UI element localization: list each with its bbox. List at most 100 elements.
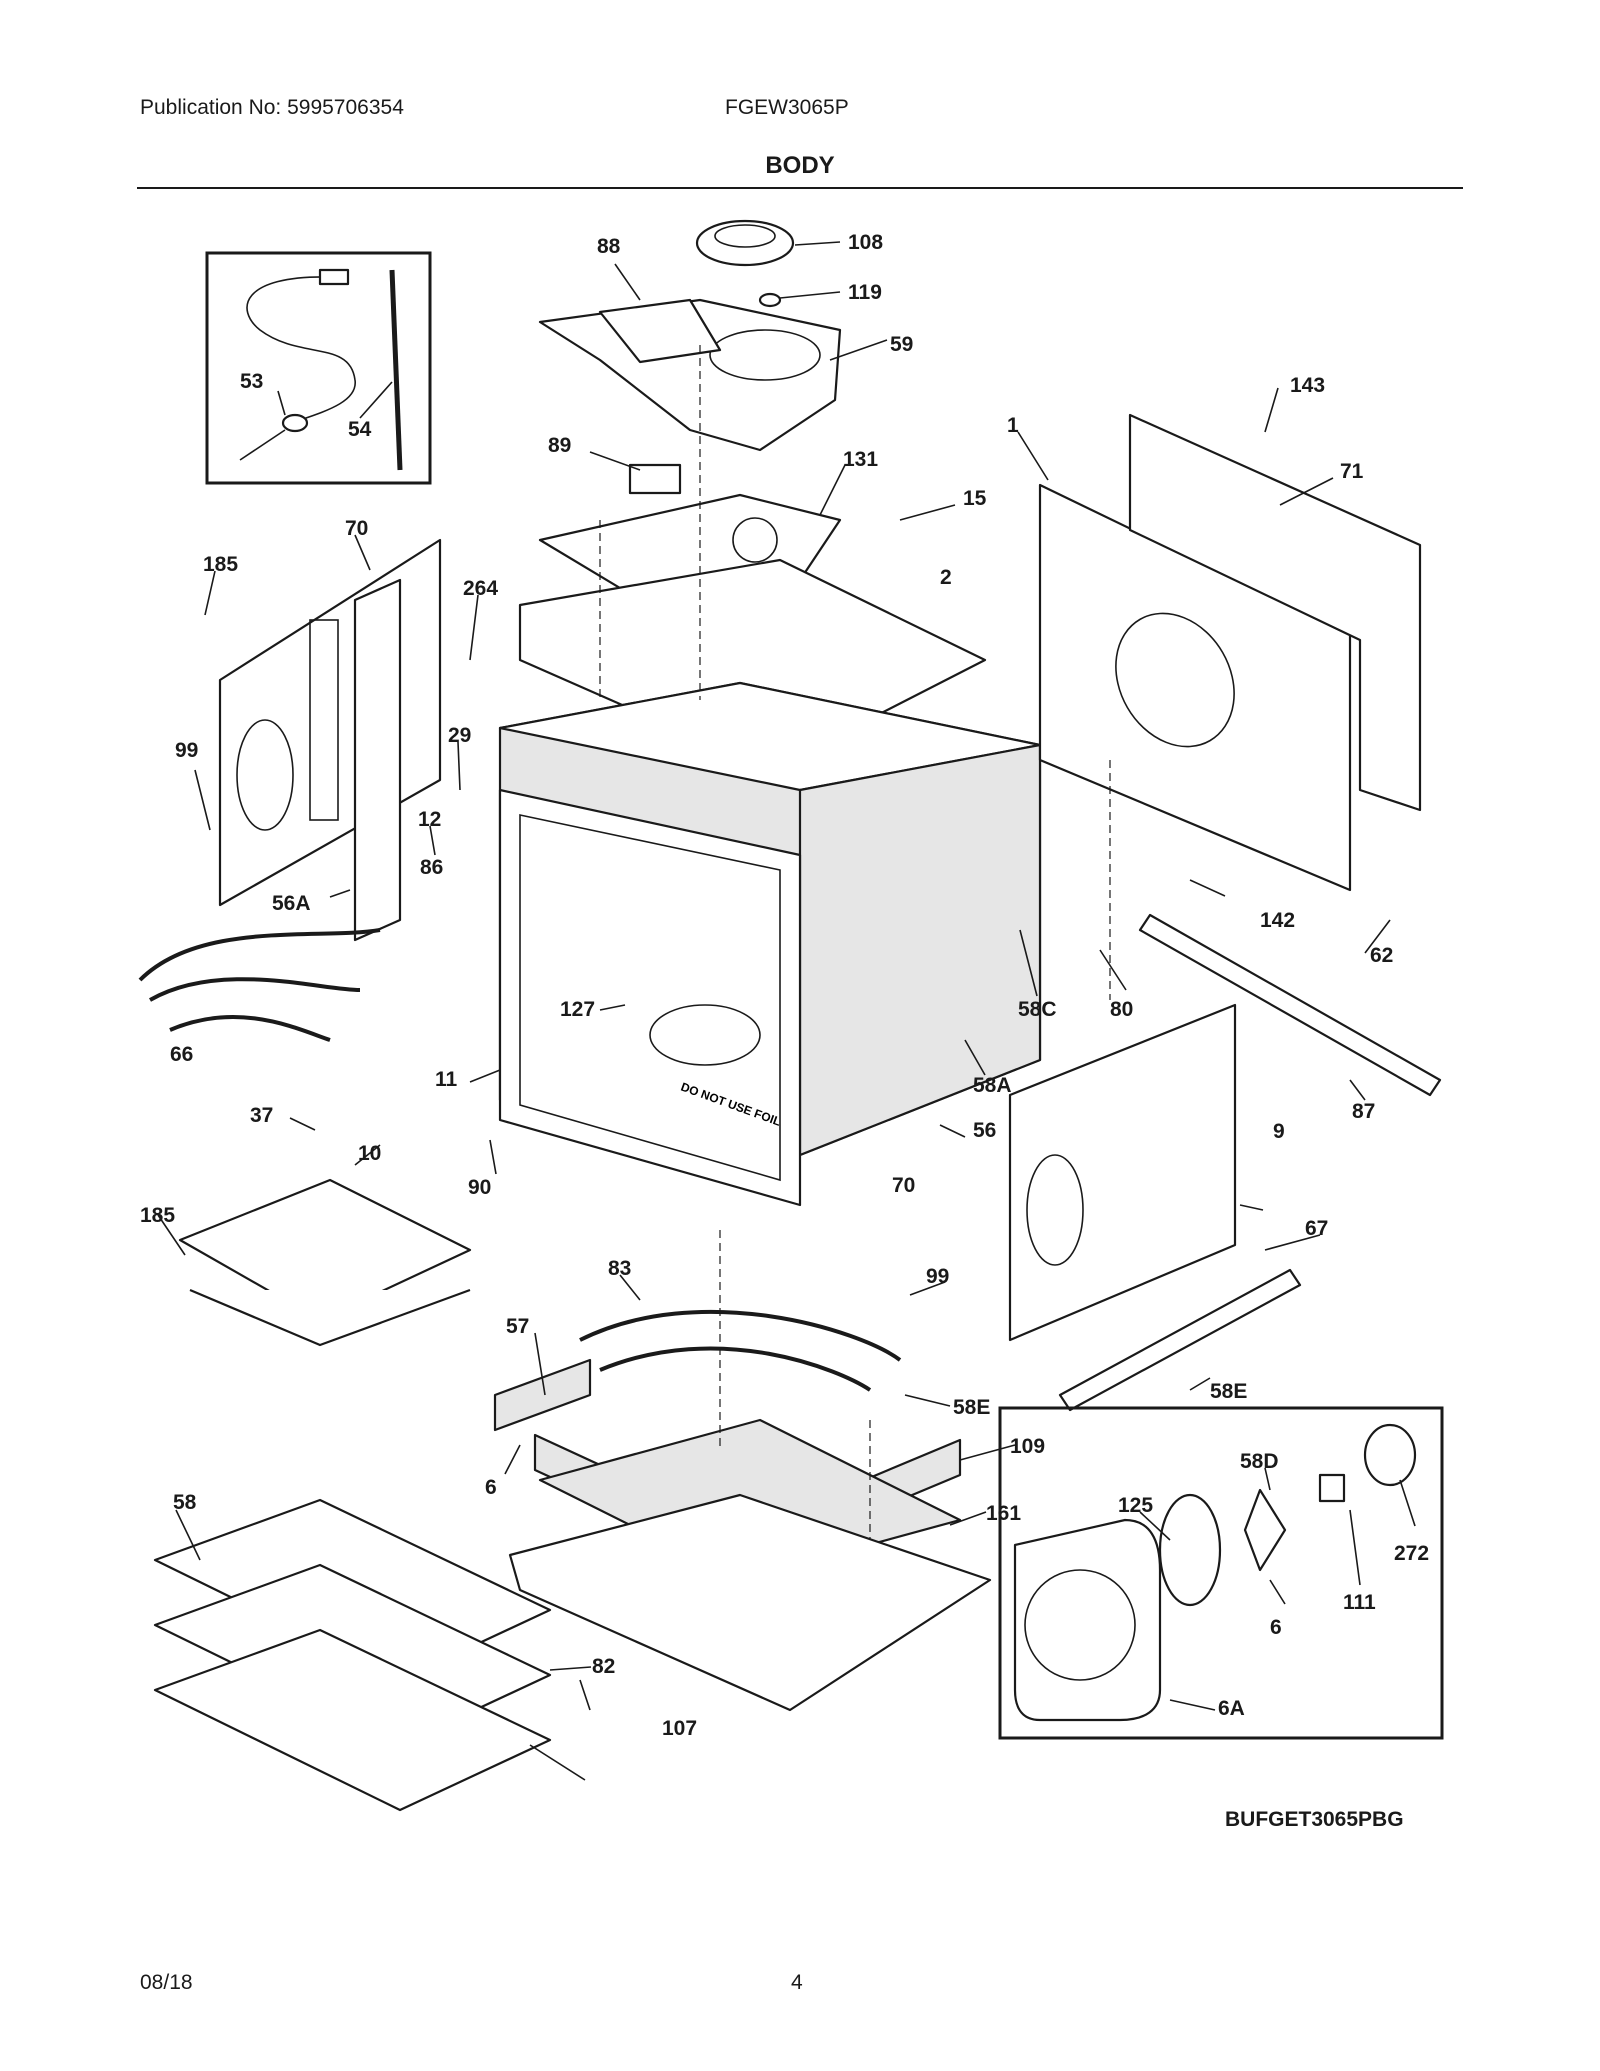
bottom-tray-82 bbox=[508, 1493, 992, 1712]
fan-cover-107 bbox=[1013, 1518, 1162, 1722]
part-label: 58C bbox=[1018, 998, 1057, 1021]
left-panel-window bbox=[236, 719, 294, 831]
front-frame-11 bbox=[498, 788, 802, 1207]
part-label: 142 bbox=[1260, 909, 1295, 932]
probe-needle bbox=[239, 429, 286, 461]
part-label: 99 bbox=[175, 739, 198, 762]
fan-motor-125 bbox=[1363, 1423, 1417, 1487]
part-label: 58A bbox=[973, 1074, 1012, 1097]
part-label: 127 bbox=[560, 998, 595, 1021]
part-label: 37 bbox=[250, 1104, 273, 1127]
back-shield-71 bbox=[1128, 413, 1422, 812]
cavity-floor-recess bbox=[649, 1004, 761, 1066]
publication-number: Publication No: 5995706354 bbox=[140, 96, 404, 119]
part-label: 86 bbox=[420, 856, 443, 879]
duct-opening bbox=[709, 329, 821, 381]
rack-6A bbox=[153, 1628, 552, 1812]
part-119 bbox=[758, 292, 782, 308]
part-label: 161 bbox=[986, 1502, 1021, 1525]
footer-date: 08/18 bbox=[140, 1971, 193, 1994]
probe-tip bbox=[281, 413, 309, 433]
part-label: 83 bbox=[608, 1257, 631, 1280]
part-label: 6 bbox=[485, 1476, 497, 1499]
part-label: 54 bbox=[348, 418, 372, 441]
part-label: 80 bbox=[1110, 998, 1133, 1021]
part-label: 58E bbox=[953, 1396, 990, 1419]
part-label: 185 bbox=[203, 553, 238, 576]
part-label: 109 bbox=[1010, 1435, 1045, 1458]
rail-99-right bbox=[1058, 1268, 1302, 1412]
title-rule bbox=[137, 187, 1463, 189]
part-label: 1 bbox=[1007, 414, 1019, 437]
part-label: 57 bbox=[506, 1315, 529, 1338]
insulation-58E-left bbox=[493, 1358, 592, 1432]
part-label: 12 bbox=[418, 808, 441, 831]
rail-87 bbox=[1138, 913, 1442, 1097]
part-label: 82 bbox=[592, 1655, 615, 1678]
part-label: 58E bbox=[1210, 1380, 1247, 1403]
part-label: 6A bbox=[1218, 1697, 1245, 1720]
diagram-code: BUFGET3065PBG bbox=[1225, 1808, 1404, 1831]
part-label: 70 bbox=[892, 1174, 915, 1197]
part-label: 108 bbox=[848, 231, 883, 254]
shield-hole bbox=[732, 517, 778, 563]
right-panel-window bbox=[1026, 1154, 1084, 1266]
part-label: 272 bbox=[1394, 1542, 1429, 1565]
part-label: 56 bbox=[973, 1119, 996, 1142]
part-label: 53 bbox=[240, 370, 263, 393]
probe-connector bbox=[318, 268, 350, 286]
part-label: 71 bbox=[1340, 460, 1364, 483]
side-rail-56A bbox=[353, 578, 402, 942]
rod-54 bbox=[389, 269, 403, 471]
part-label: 29 bbox=[448, 724, 471, 747]
part-label: 119 bbox=[848, 281, 882, 304]
leader-lines bbox=[157, 241, 1416, 1781]
front-frame-inner bbox=[519, 814, 781, 1182]
top-duct-59 bbox=[538, 298, 842, 452]
fan-motor-top bbox=[714, 224, 776, 248]
spacer-272 bbox=[1318, 1473, 1346, 1503]
part-label: 58D bbox=[1240, 1450, 1279, 1473]
part-label: 2 bbox=[940, 566, 952, 589]
part-label: 15 bbox=[963, 487, 987, 510]
part-label: 10 bbox=[358, 1142, 381, 1165]
fan-blade-109 bbox=[1243, 1488, 1287, 1572]
part-label: 62 bbox=[1370, 944, 1393, 967]
bake-element-67 bbox=[579, 1309, 902, 1392]
part-label: 11 bbox=[435, 1068, 458, 1091]
page-title: BODY bbox=[765, 152, 835, 179]
part-label: 9 bbox=[1273, 1120, 1285, 1143]
model-number: FGEW3065P bbox=[725, 96, 849, 119]
cover-88 bbox=[598, 298, 722, 364]
page-number: 4 bbox=[791, 1971, 803, 1994]
part-label: 59 bbox=[890, 333, 913, 356]
part-label: 6 bbox=[1270, 1616, 1282, 1639]
part-label: 89 bbox=[548, 434, 571, 457]
part-label: 264 bbox=[463, 577, 498, 600]
part-label: 87 bbox=[1352, 1100, 1375, 1123]
part-label: 70 bbox=[345, 517, 368, 540]
part-label: 107 bbox=[662, 1717, 697, 1740]
inset-fan-box bbox=[998, 1406, 1444, 1740]
broil-pan-9 bbox=[189, 1288, 471, 1347]
left-panel-slot bbox=[309, 619, 339, 821]
probe-wire bbox=[246, 276, 356, 421]
part-label: 125 bbox=[1118, 1494, 1153, 1517]
part-label: 143 bbox=[1290, 374, 1325, 397]
fan-ring-161 bbox=[1158, 1493, 1222, 1607]
fan-grille bbox=[1024, 1569, 1136, 1681]
part-label: 58 bbox=[173, 1491, 197, 1514]
part-label: 66 bbox=[170, 1043, 193, 1066]
inset-probe-box bbox=[205, 251, 432, 485]
side-panel-70-right bbox=[1008, 1003, 1237, 1342]
part-label: 90 bbox=[468, 1176, 491, 1199]
part-label: 99 bbox=[926, 1265, 949, 1288]
part-label: 131 bbox=[843, 448, 878, 471]
part-label: 88 bbox=[597, 235, 621, 258]
part-label: 56A bbox=[272, 892, 311, 915]
side-panel-70-left bbox=[218, 538, 442, 907]
part-label: 111 bbox=[1343, 1591, 1376, 1614]
part-label: 67 bbox=[1305, 1217, 1328, 1240]
broil-element-66 bbox=[138, 928, 381, 1042]
